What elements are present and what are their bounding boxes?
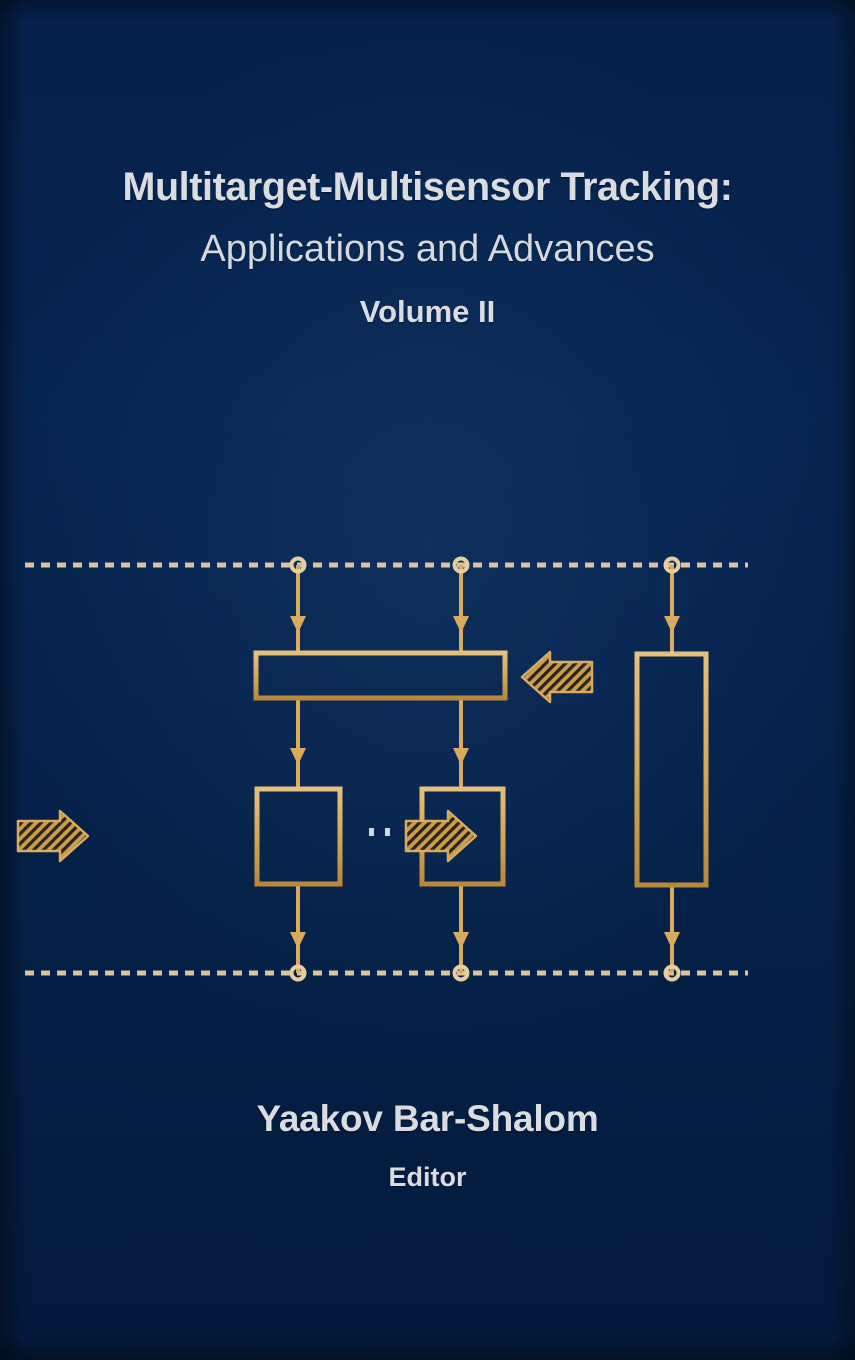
block-arrow-input-left <box>16 809 90 863</box>
title-block: Multitarget-Multisensor Tracking: Applic… <box>0 165 855 329</box>
bus-junctions <box>289 556 681 982</box>
ellipsis-dots <box>369 828 390 836</box>
author-name: Yaakov Bar-Shalom <box>256 1098 599 1139</box>
wide-fusion-box <box>253 650 508 701</box>
junction-bottom-col2 <box>452 964 470 982</box>
block-arrow-output-middle <box>404 809 478 863</box>
author-role: Editor <box>388 1162 467 1192</box>
book-title: Multitarget-Multisensor Tracking: <box>122 165 733 209</box>
junction-bottom-col1 <box>289 964 307 982</box>
arrowhead-col3-bottom <box>664 932 680 949</box>
arrowhead-col3-top <box>664 616 680 633</box>
block-diagram-svg <box>16 556 748 982</box>
author-block: Yaakov Bar-Shalom Editor <box>0 1100 855 1191</box>
arrowhead-col2-bottom <box>453 932 469 949</box>
cover-edge-shading-bottom <box>0 1334 855 1360</box>
cover-edge-shading-top <box>0 0 855 22</box>
ellipsis-dot-2 <box>385 828 390 836</box>
arrowhead-col1-bottom <box>290 932 306 949</box>
arrowhead-col1-mid <box>290 748 306 765</box>
arrowhead-col1-top <box>290 616 306 633</box>
junction-top-col3 <box>663 556 681 574</box>
tall-box-right <box>634 651 709 888</box>
arrowhead-col2-top <box>453 616 469 633</box>
junction-top-col1 <box>289 556 307 574</box>
junction-top-col2 <box>452 556 470 574</box>
diagram-lines <box>25 562 748 976</box>
cover-diagram <box>0 525 855 1015</box>
book-subtitle: Applications and Advances <box>200 227 655 270</box>
junction-bottom-col3 <box>663 964 681 982</box>
book-volume: Volume II <box>359 293 496 329</box>
arrowhead-col2-mid <box>453 748 469 765</box>
small-box-left <box>254 786 343 887</box>
block-arrow-input-right <box>520 650 594 704</box>
ellipsis-dot-1 <box>369 828 374 836</box>
